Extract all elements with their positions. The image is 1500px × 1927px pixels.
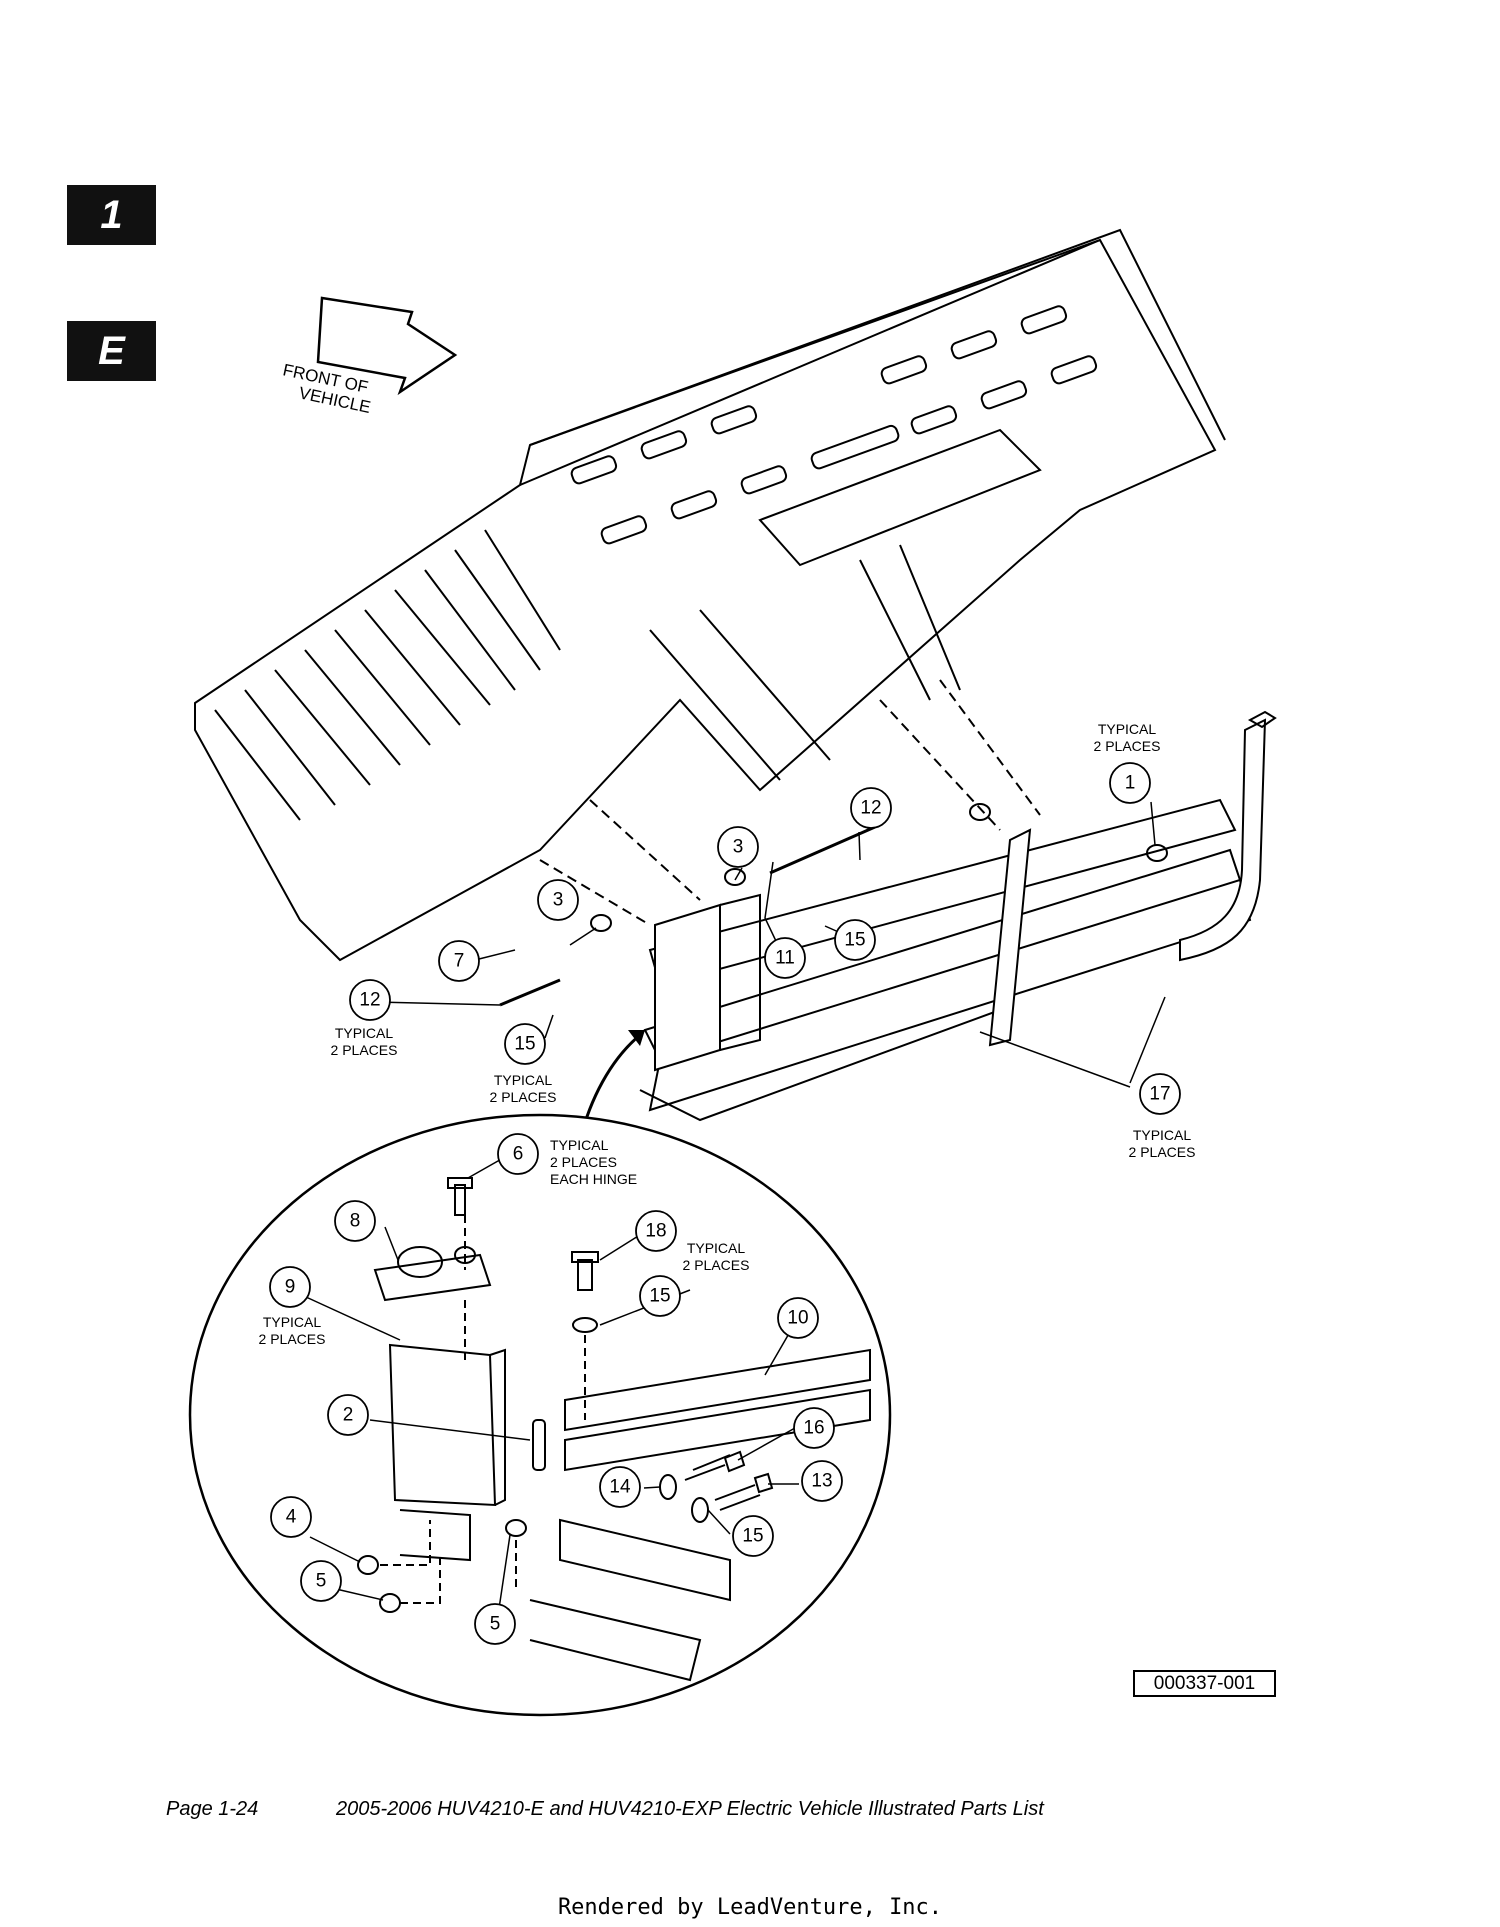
svg-text:2 PLACES: 2 PLACES	[331, 1042, 398, 1058]
callout-9: 9	[269, 1266, 311, 1308]
svg-text:6: 6	[513, 1144, 524, 1165]
svg-text:TYPICAL: TYPICAL	[550, 1137, 609, 1153]
svg-text:8: 8	[350, 1211, 361, 1232]
callout-1: 1	[1109, 762, 1151, 804]
callout-11: 11	[764, 937, 806, 979]
note-typical-18: TYPICAL 2 PLACES	[683, 1240, 750, 1273]
document-title: 2005-2006 HUV4210-E and HUV4210-EXP Elec…	[336, 1798, 1044, 1820]
figure-number: 000337-001	[1133, 1670, 1276, 1697]
callout-15d: 15	[732, 1515, 774, 1557]
svg-text:4: 4	[286, 1507, 297, 1528]
svg-text:15: 15	[844, 930, 865, 951]
callout-12a: 12	[850, 787, 892, 829]
callout-16: 16	[793, 1407, 835, 1449]
svg-text:12: 12	[860, 798, 881, 819]
svg-text:2 PLACES: 2 PLACES	[1094, 738, 1161, 754]
svg-text:2 PLACES: 2 PLACES	[490, 1089, 557, 1105]
svg-text:18: 18	[645, 1221, 666, 1242]
svg-text:9: 9	[285, 1277, 296, 1298]
callout-18: 18	[635, 1210, 677, 1252]
svg-text:TYPICAL: TYPICAL	[1098, 721, 1157, 737]
svg-text:5: 5	[316, 1571, 327, 1592]
vehicle-frame-drawing	[499, 679, 1277, 1122]
svg-text:TYPICAL: TYPICAL	[1133, 1127, 1192, 1143]
svg-text:15: 15	[742, 1526, 763, 1547]
callout-13: 13	[801, 1460, 843, 1502]
callout-12b: 12	[349, 979, 391, 1021]
callout-15b: 15	[834, 919, 876, 961]
note-typical-12: TYPICAL 2 PLACES	[331, 1025, 398, 1058]
callout-10: 10	[777, 1297, 819, 1339]
front-arrow-icon	[316, 296, 458, 396]
svg-text:2 PLACES: 2 PLACES	[683, 1257, 750, 1273]
callout-15a: 15	[504, 1023, 546, 1065]
svg-text:16: 16	[803, 1418, 824, 1439]
section-tab: 1	[67, 185, 156, 245]
callout-5a: 5	[300, 1560, 342, 1602]
page-number: Page 1-24	[166, 1798, 259, 1820]
callout-8: 8	[334, 1200, 376, 1242]
svg-text:TYPICAL: TYPICAL	[687, 1240, 746, 1256]
note-typical-9: TYPICAL 2 PLACES	[259, 1314, 326, 1347]
svg-text:2: 2	[343, 1405, 354, 1426]
svg-text:1: 1	[1125, 773, 1136, 794]
svg-text:7: 7	[454, 951, 465, 972]
callout-6: 6	[497, 1133, 539, 1175]
svg-text:TYPICAL: TYPICAL	[494, 1072, 553, 1088]
svg-text:14: 14	[609, 1477, 631, 1498]
svg-text:TYPICAL: TYPICAL	[335, 1025, 394, 1041]
callout-17: 17	[1139, 1073, 1181, 1115]
leader-lines	[305, 801, 1166, 1623]
svg-text:12: 12	[359, 990, 380, 1011]
callout-4: 4	[270, 1496, 312, 1538]
note-typical-15: TYPICAL 2 PLACES	[490, 1072, 557, 1105]
callout-14: 14	[599, 1466, 641, 1508]
detail-pointer-arrowhead	[628, 1030, 645, 1046]
callout-7: 7	[438, 940, 480, 982]
subsection-tab: E	[67, 321, 156, 381]
cargo-bed-drawing	[194, 228, 1226, 962]
callout-3a: 3	[717, 826, 759, 868]
svg-text:TYPICAL: TYPICAL	[263, 1314, 322, 1330]
hinge-detail-view	[188, 1113, 892, 1717]
callout-2: 2	[327, 1394, 369, 1436]
svg-text:10: 10	[787, 1308, 808, 1329]
callout-5b: 5	[474, 1603, 516, 1645]
rendered-by-text: Rendered by LeadVenture, Inc.	[557, 1895, 943, 1920]
svg-text:15: 15	[649, 1286, 670, 1307]
svg-text:5: 5	[490, 1614, 501, 1635]
svg-text:17: 17	[1149, 1084, 1170, 1105]
svg-text:15: 15	[514, 1034, 535, 1055]
svg-text:13: 13	[811, 1471, 832, 1492]
svg-text:2 PLACES: 2 PLACES	[1129, 1144, 1196, 1160]
svg-text:11: 11	[775, 948, 795, 969]
callout-3b: 3	[537, 879, 579, 921]
note-typical-1: TYPICAL 2 PLACES	[1094, 721, 1161, 754]
svg-text:3: 3	[553, 890, 564, 911]
svg-text:2 PLACES: 2 PLACES	[550, 1154, 617, 1170]
note-typical-6: TYPICAL 2 PLACES EACH HINGE	[550, 1137, 637, 1187]
svg-text:3: 3	[733, 837, 744, 858]
callout-15c: 15	[639, 1275, 681, 1317]
note-typical-17: TYPICAL 2 PLACES	[1129, 1127, 1196, 1160]
svg-text:2 PLACES: 2 PLACES	[259, 1331, 326, 1347]
svg-text:EACH HINGE: EACH HINGE	[550, 1171, 637, 1187]
